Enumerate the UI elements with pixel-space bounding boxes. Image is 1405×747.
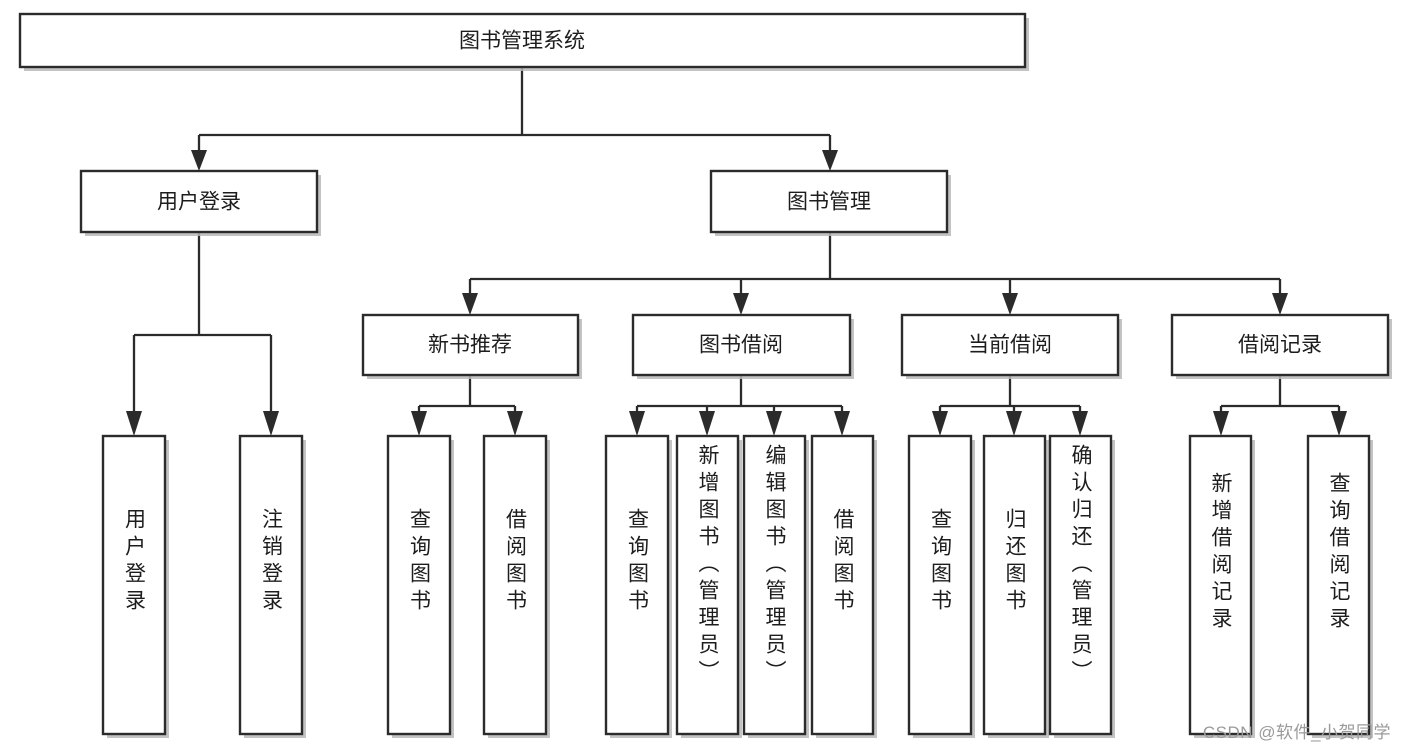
arrow-head-leaf-return-book (1006, 411, 1022, 436)
leaf-add-book-box (675, 434, 740, 736)
arrow-head-leaf-borrow-book-1 (507, 411, 523, 436)
leaf-borrow-book-1-box (482, 434, 548, 736)
leaf-user-login-box (101, 434, 167, 736)
arrow-head-leaf-query-book-1 (411, 411, 427, 436)
book-borrow-box (631, 313, 852, 377)
node-leaf-return-book[interactable] (982, 434, 1049, 738)
new-book-rec-label: 新书推荐 (428, 334, 512, 357)
arrow-head-leaf-borrow-book-2 (834, 411, 850, 436)
root-box (18, 12, 1027, 69)
arrow-head-user-login (191, 150, 207, 171)
arrow-head-book-borrow (733, 293, 749, 315)
user-login-label: 用户登录 (157, 191, 241, 214)
node-leaf-borrow-book-2[interactable] (810, 434, 877, 738)
arrow-head-leaf-query-book-3 (932, 411, 948, 436)
arrow-head-current-borrow (1002, 293, 1018, 315)
leaf-query-book-3-box (907, 434, 973, 736)
arrow-head-leaf-confirm-return (1072, 411, 1088, 436)
node-leaf-query-book-3[interactable] (907, 434, 975, 738)
node-leaf-add-book[interactable] (675, 434, 742, 738)
borrow-record-label: 借阅记录 (1238, 334, 1322, 357)
borrow-record-box (1170, 313, 1390, 377)
arrow-head-book-manage (822, 150, 838, 171)
arrow-head-new-book-rec (462, 293, 478, 315)
leaf-confirm-return-box (1048, 434, 1113, 736)
root-label: 图书管理系统 (459, 30, 585, 53)
arrow-head-leaf-logout (263, 411, 279, 436)
leaf-add-record-box (1188, 434, 1253, 736)
leaf-query-book-2-box (604, 434, 670, 736)
leaf-return-book-box (982, 434, 1047, 736)
node-leaf-logout[interactable] (238, 434, 306, 738)
node-leaf-edit-book[interactable] (742, 434, 809, 738)
arrow-head-borrow-record (1272, 293, 1288, 315)
leaf-query-book-1-box (386, 434, 452, 736)
node-book-manage[interactable]: 图书管理 (709, 169, 951, 236)
connector-group (126, 67, 1347, 436)
arrow-head-leaf-edit-book (766, 411, 782, 436)
node-leaf-query-record[interactable] (1306, 434, 1373, 738)
node-leaf-confirm-return[interactable] (1048, 434, 1115, 738)
node-current-borrow[interactable]: 当前借阅 (900, 313, 1122, 379)
node-leaf-query-book-1[interactable] (386, 434, 454, 738)
node-leaf-query-book-2[interactable] (604, 434, 672, 738)
watermark-text: CSDN @软件_小贺同学 (1202, 723, 1391, 742)
leaf-logout-box (238, 434, 304, 736)
node-user-login[interactable]: 用户登录 (79, 169, 321, 236)
book-manage-box (709, 169, 949, 234)
leaf-rect-group (101, 434, 1373, 738)
arrow-head-leaf-query-record (1331, 411, 1347, 436)
arrow-head-leaf-query-book-2 (629, 411, 645, 436)
new-book-rec-box (361, 313, 580, 377)
book-manage-label: 图书管理 (787, 191, 871, 214)
node-leaf-borrow-book-1[interactable] (482, 434, 550, 738)
arrow-head-leaf-user-login (126, 411, 142, 436)
leaf-edit-book-box (742, 434, 807, 736)
node-new-book-rec[interactable]: 新书推荐 (361, 313, 582, 379)
user-login-box (79, 169, 319, 234)
current-borrow-label: 当前借阅 (968, 334, 1052, 357)
arrow-head-leaf-add-book (699, 411, 715, 436)
node-borrow-record[interactable]: 借阅记录 (1170, 313, 1392, 379)
current-borrow-box (900, 313, 1120, 377)
node-leaf-add-record[interactable] (1188, 434, 1255, 738)
arrow-head-leaf-add-record (1213, 411, 1229, 436)
book-borrow-label: 图书借阅 (699, 334, 783, 357)
node-leaf-user-login[interactable] (101, 434, 169, 738)
leaf-borrow-book-2-box (810, 434, 875, 736)
node-root[interactable]: 图书管理系统 (18, 12, 1029, 71)
node-book-borrow[interactable]: 图书借阅 (631, 313, 854, 379)
leaf-query-record-box (1306, 434, 1371, 736)
